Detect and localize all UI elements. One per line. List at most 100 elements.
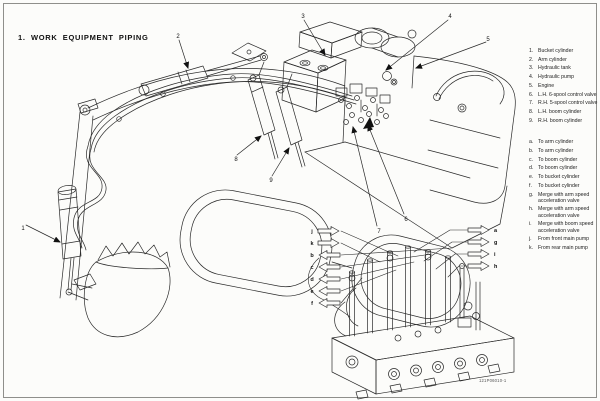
flow-letter-b: b xyxy=(310,253,314,259)
callout-1: 1 xyxy=(21,226,25,232)
boom-cylinders xyxy=(247,61,306,168)
legend-item: h. Merge with arm speed acceleration valv… xyxy=(529,206,598,218)
flow-letter-g: g xyxy=(494,240,497,246)
legend-item: 7. R.H. 5-spool control valve xyxy=(529,100,598,106)
legend-item: 9. R.H. boom cylinder xyxy=(529,118,598,124)
legend-item-label: Hydraulic tank xyxy=(538,65,571,72)
legend-item: a. To arm cylinder xyxy=(529,139,598,145)
callout-3: 3 xyxy=(301,14,305,20)
legend-item: b. To arm cylinder xyxy=(529,148,598,154)
legend-item-num: h. xyxy=(529,206,534,213)
legend-item: g. Merge with arm speed acceleration valv… xyxy=(529,192,598,204)
legend-item-label: Hydraulic pump xyxy=(538,74,575,81)
legend-item-label: To boom cylinder xyxy=(538,156,578,163)
flow-letter-a: a xyxy=(494,228,498,234)
view-direction-arrow xyxy=(363,117,374,129)
legend-item-num: 1. xyxy=(529,48,534,54)
flow-letter-d: d xyxy=(310,277,313,283)
callout-5: 5 xyxy=(486,37,490,43)
legend-item-num: d. xyxy=(529,165,534,172)
engine xyxy=(354,27,417,58)
legend-item-num: g. xyxy=(529,191,534,198)
legend-item: 4. Hydraulic pump xyxy=(529,74,598,80)
legend-item-label: To bucket cylinder xyxy=(538,174,580,181)
callout-2: 2 xyxy=(176,34,180,40)
bucket-cylinder xyxy=(57,185,82,296)
legend-item-label: To boom cylinder xyxy=(538,165,578,172)
legend-numbered-list: 1. Bucket cylinder 2. Arm cylinder 3. Hydra… xyxy=(529,48,598,124)
callout-numbers: 1 2 3 4 5 6 7 8 9 xyxy=(21,14,490,235)
legend-item-label: To bucket cylinder xyxy=(538,182,580,189)
legend-lettered-list: a. To arm cylinder b. To arm cylinder c. To… xyxy=(529,139,598,251)
flow-letter-j: j xyxy=(310,229,313,235)
legend-item-label: R.H. boom cylinder xyxy=(538,117,583,124)
legend-item-num: 9. xyxy=(529,117,534,124)
legend-item-num: k. xyxy=(529,245,534,252)
bucket xyxy=(67,241,171,338)
legend-item-label: L.H. boom cylinder xyxy=(538,109,582,116)
flow-letter-i: i xyxy=(494,252,496,258)
legend-item: k. From rear main pump xyxy=(529,245,598,251)
callout-4: 4 xyxy=(448,14,452,20)
callout-leaders xyxy=(25,19,487,243)
legend-item: 1. Bucket cylinder xyxy=(529,48,598,54)
legend-item-num: 7. xyxy=(529,100,534,107)
legend-item-num: 8. xyxy=(529,109,534,116)
legend-item-label: Merge with arm speed acceleration valve xyxy=(538,191,590,204)
valve-detail-view xyxy=(331,245,515,400)
callout-9: 9 xyxy=(269,178,273,184)
arm-structure xyxy=(59,98,99,301)
callout-7: 7 xyxy=(377,229,381,235)
legend-item-label: To arm cylinder xyxy=(538,139,574,146)
flow-letters: j k b c d e f a g i h xyxy=(310,228,498,307)
legend-item-num: b. xyxy=(529,147,534,154)
flow-letter-k: k xyxy=(310,241,314,247)
legend-item: e. To bucket cylinder xyxy=(529,174,598,180)
legend-item: 8. L.H. boom cylinder xyxy=(529,109,598,115)
legend-item-label: To arm cylinder xyxy=(538,147,574,154)
flow-letter-f: f xyxy=(311,301,313,307)
legend-item-num: 5. xyxy=(529,82,534,89)
rear-body xyxy=(304,55,516,249)
legend-item-num: a. xyxy=(529,139,534,146)
legend-item-num: e. xyxy=(529,174,534,181)
hydraulic-tank xyxy=(281,21,363,113)
legend-item: f. To bucket cylinder xyxy=(529,183,598,189)
legend-item: i. Merge with boom speed acceleration val… xyxy=(529,221,598,233)
legend-item-label: L.H. 6-spool control valve xyxy=(538,91,597,98)
legend-item-label: R.H. 5-spool control valve xyxy=(538,100,598,107)
legend-item-label: Merge with arm speed acceleration valve xyxy=(538,206,590,219)
legend-item-label: Engine xyxy=(538,82,555,89)
legend-item-num: j. xyxy=(529,236,532,243)
legend-item-num: 3. xyxy=(529,65,534,72)
legend-item-num: i. xyxy=(529,221,532,228)
flow-letter-c: c xyxy=(310,265,313,271)
legend-item-num: f. xyxy=(529,182,532,189)
legend-item-num: 4. xyxy=(529,74,534,81)
flow-letter-h: h xyxy=(494,264,498,270)
legend-item-num: c. xyxy=(529,156,534,163)
legend-item: 3. Hydraulic tank xyxy=(529,65,598,71)
legend-item: c. To boom cylinder xyxy=(529,157,598,163)
control-valve-cluster xyxy=(335,71,398,125)
legend-item: 5. Engine xyxy=(529,83,598,89)
legend: 1. Bucket cylinder 2. Arm cylinder 3. Hydra… xyxy=(529,48,598,266)
legend-item-label: From rear main pump xyxy=(538,245,588,252)
legend-item-num: 6. xyxy=(529,91,534,98)
legend-item-num: 2. xyxy=(529,56,534,63)
legend-item: 2. Arm cylinder xyxy=(529,57,598,63)
flow-letter-e: e xyxy=(310,289,313,295)
legend-item: d. To boom cylinder xyxy=(529,165,598,171)
legend-item-label: From front main pump xyxy=(538,236,590,243)
legend-item-label: Merge with boom speed acceleration valve xyxy=(538,221,594,234)
flow-arrow-glyphs xyxy=(317,225,490,308)
page-title: 1. WORK EQUIPMENT PIPING xyxy=(18,33,149,42)
legend-item-label: Arm cylinder xyxy=(538,56,567,63)
legend-item: j. From front main pump xyxy=(529,236,598,242)
figure-code: 121P06010-1 xyxy=(479,378,507,383)
legend-item: 6. L.H. 6-spool control valve xyxy=(529,92,598,98)
legend-item-label: Bucket cylinder xyxy=(538,48,574,54)
callout-8: 8 xyxy=(234,157,238,163)
